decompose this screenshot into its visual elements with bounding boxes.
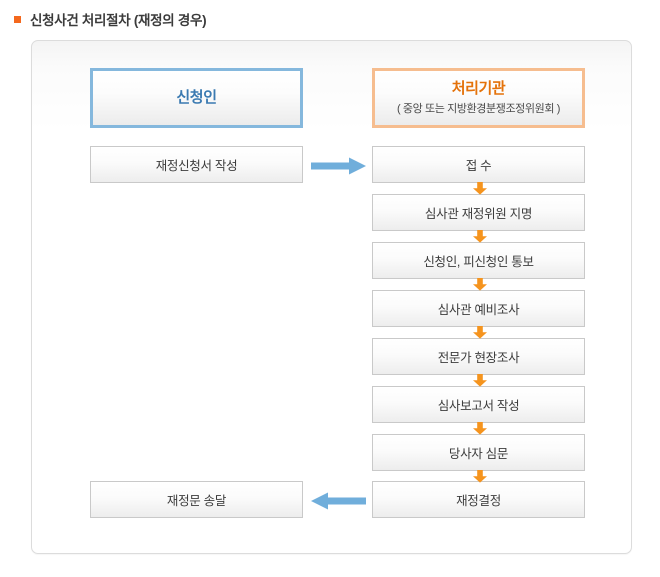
agency-step-5[interactable]: 심사보고서 작성 xyxy=(372,386,585,423)
agency-step-label: 당사자 심문 xyxy=(448,447,509,461)
agency-step-label: 심사관 예비조사 xyxy=(437,303,520,317)
agency-step-2[interactable]: 신청인, 피신청인 통보 xyxy=(372,242,585,279)
agency-step-1[interactable]: 심사관 재정위원 지명 xyxy=(372,194,585,231)
arrow-down-icon xyxy=(472,182,488,195)
arrow-left-icon xyxy=(311,492,367,510)
agency-step-label: 심사보고서 작성 xyxy=(437,399,520,413)
applicant-step-label: 재정문 송달 xyxy=(166,494,227,508)
applicant-step-0[interactable]: 재정신청서 작성 xyxy=(90,146,303,183)
arrow-down-icon xyxy=(472,326,488,339)
agency-step-label: 전문가 현장조사 xyxy=(437,351,520,365)
arrow-down-icon xyxy=(472,230,488,243)
column-header-applicant-title: 신청인 xyxy=(176,89,217,106)
page-title: 신청사건 처리절차 (재정의 경우) xyxy=(30,13,207,28)
agency-step-0[interactable]: 접 수 xyxy=(372,146,585,183)
square-bullet-icon xyxy=(14,15,21,23)
agency-step-7[interactable]: 재정결정 xyxy=(372,481,585,518)
agency-step-label: 심사관 재정위원 지명 xyxy=(424,207,533,221)
arrow-down-icon xyxy=(472,422,488,435)
page-heading: 신청사건 처리절차 (재정의 경우) xyxy=(14,9,207,29)
column-header-agency-title: 처리기관 xyxy=(451,80,506,98)
arrow-right-icon xyxy=(311,157,367,175)
agency-step-label: 재정결정 xyxy=(456,494,501,508)
arrow-down-icon xyxy=(472,278,488,291)
arrow-down-icon xyxy=(472,374,488,387)
arrow-down-icon xyxy=(472,470,488,483)
column-header-applicant: 신청인 xyxy=(90,68,303,128)
agency-step-label: 접 수 xyxy=(465,159,492,173)
agency-step-label: 신청인, 피신청인 통보 xyxy=(423,255,534,269)
agency-step-4[interactable]: 전문가 현장조사 xyxy=(372,338,585,375)
applicant-step-label: 재정신청서 작성 xyxy=(155,159,238,173)
column-header-agency: 처리기관 ( 중앙 또는 지방환경분쟁조정위원회 ) xyxy=(372,68,585,128)
column-header-agency-subtitle: ( 중앙 또는 지방환경분쟁조정위원회 ) xyxy=(397,102,560,115)
agency-step-6[interactable]: 당사자 심문 xyxy=(372,434,585,471)
agency-step-3[interactable]: 심사관 예비조사 xyxy=(372,290,585,327)
applicant-step-1[interactable]: 재정문 송달 xyxy=(90,481,303,518)
